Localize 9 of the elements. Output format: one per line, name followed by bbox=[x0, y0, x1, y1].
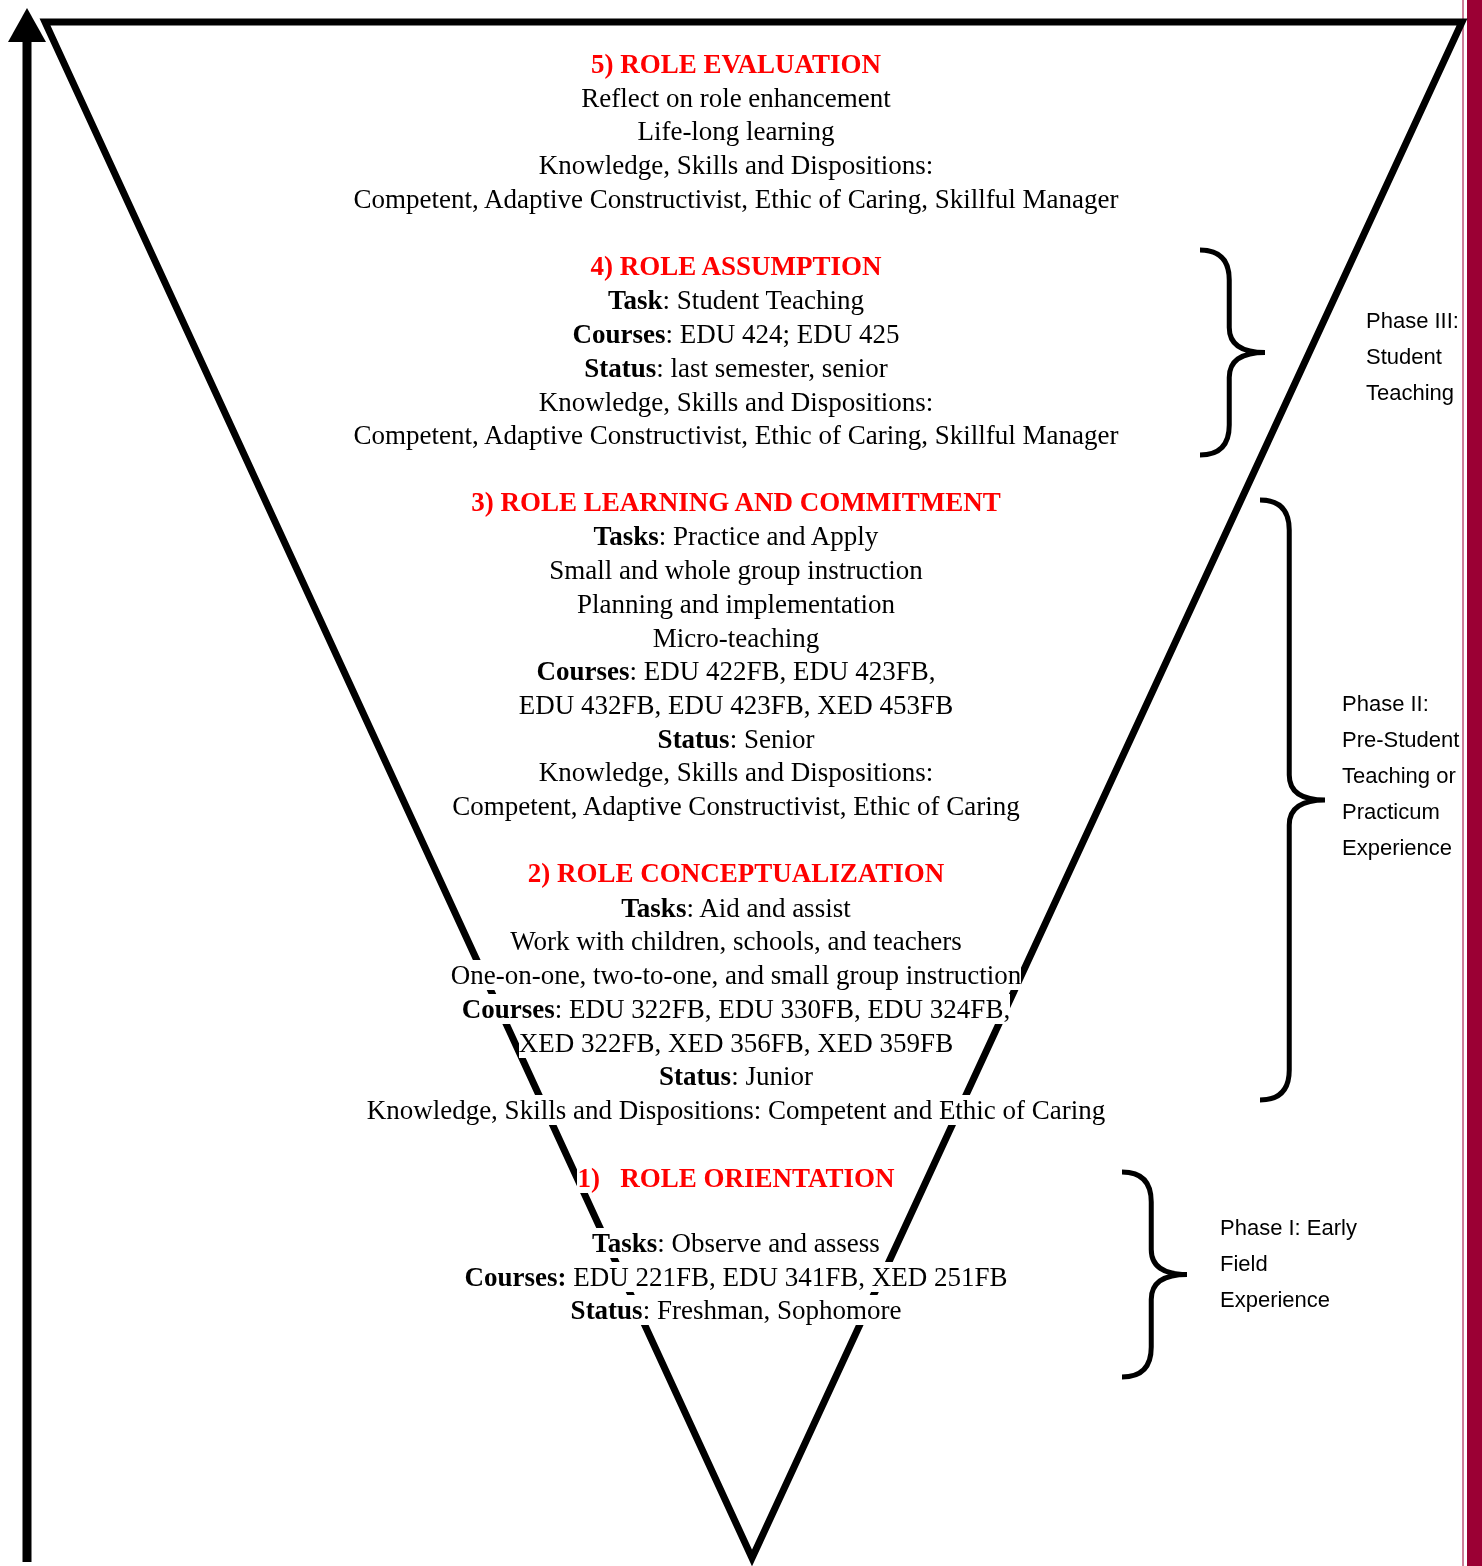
phase-label: Phase III: Student Teaching bbox=[1366, 307, 1460, 407]
stage-text: Courses: EDU 221FB, EDU 341FB, XED 251FB bbox=[464, 1262, 1008, 1292]
stage-text: Courses: EDU 322FB, EDU 330FB, EDU 324FB, bbox=[461, 994, 1011, 1024]
stage-text: Knowledge, Skills and Dispositions: Competent and Ethic of Caring bbox=[366, 1095, 1106, 1125]
phase-label: Phase II: Pre-Student Teaching or Practicum Experience bbox=[1342, 690, 1461, 862]
stage-text: One-on-one, two-to-one, and small group instruction bbox=[450, 960, 1022, 990]
phase-label: Phase I: Early Field Experience bbox=[1220, 1214, 1358, 1314]
stage-text: Status: Freshman, Sophomore bbox=[570, 1295, 902, 1325]
stage-text: Tasks: Observe and assess bbox=[592, 1228, 880, 1258]
